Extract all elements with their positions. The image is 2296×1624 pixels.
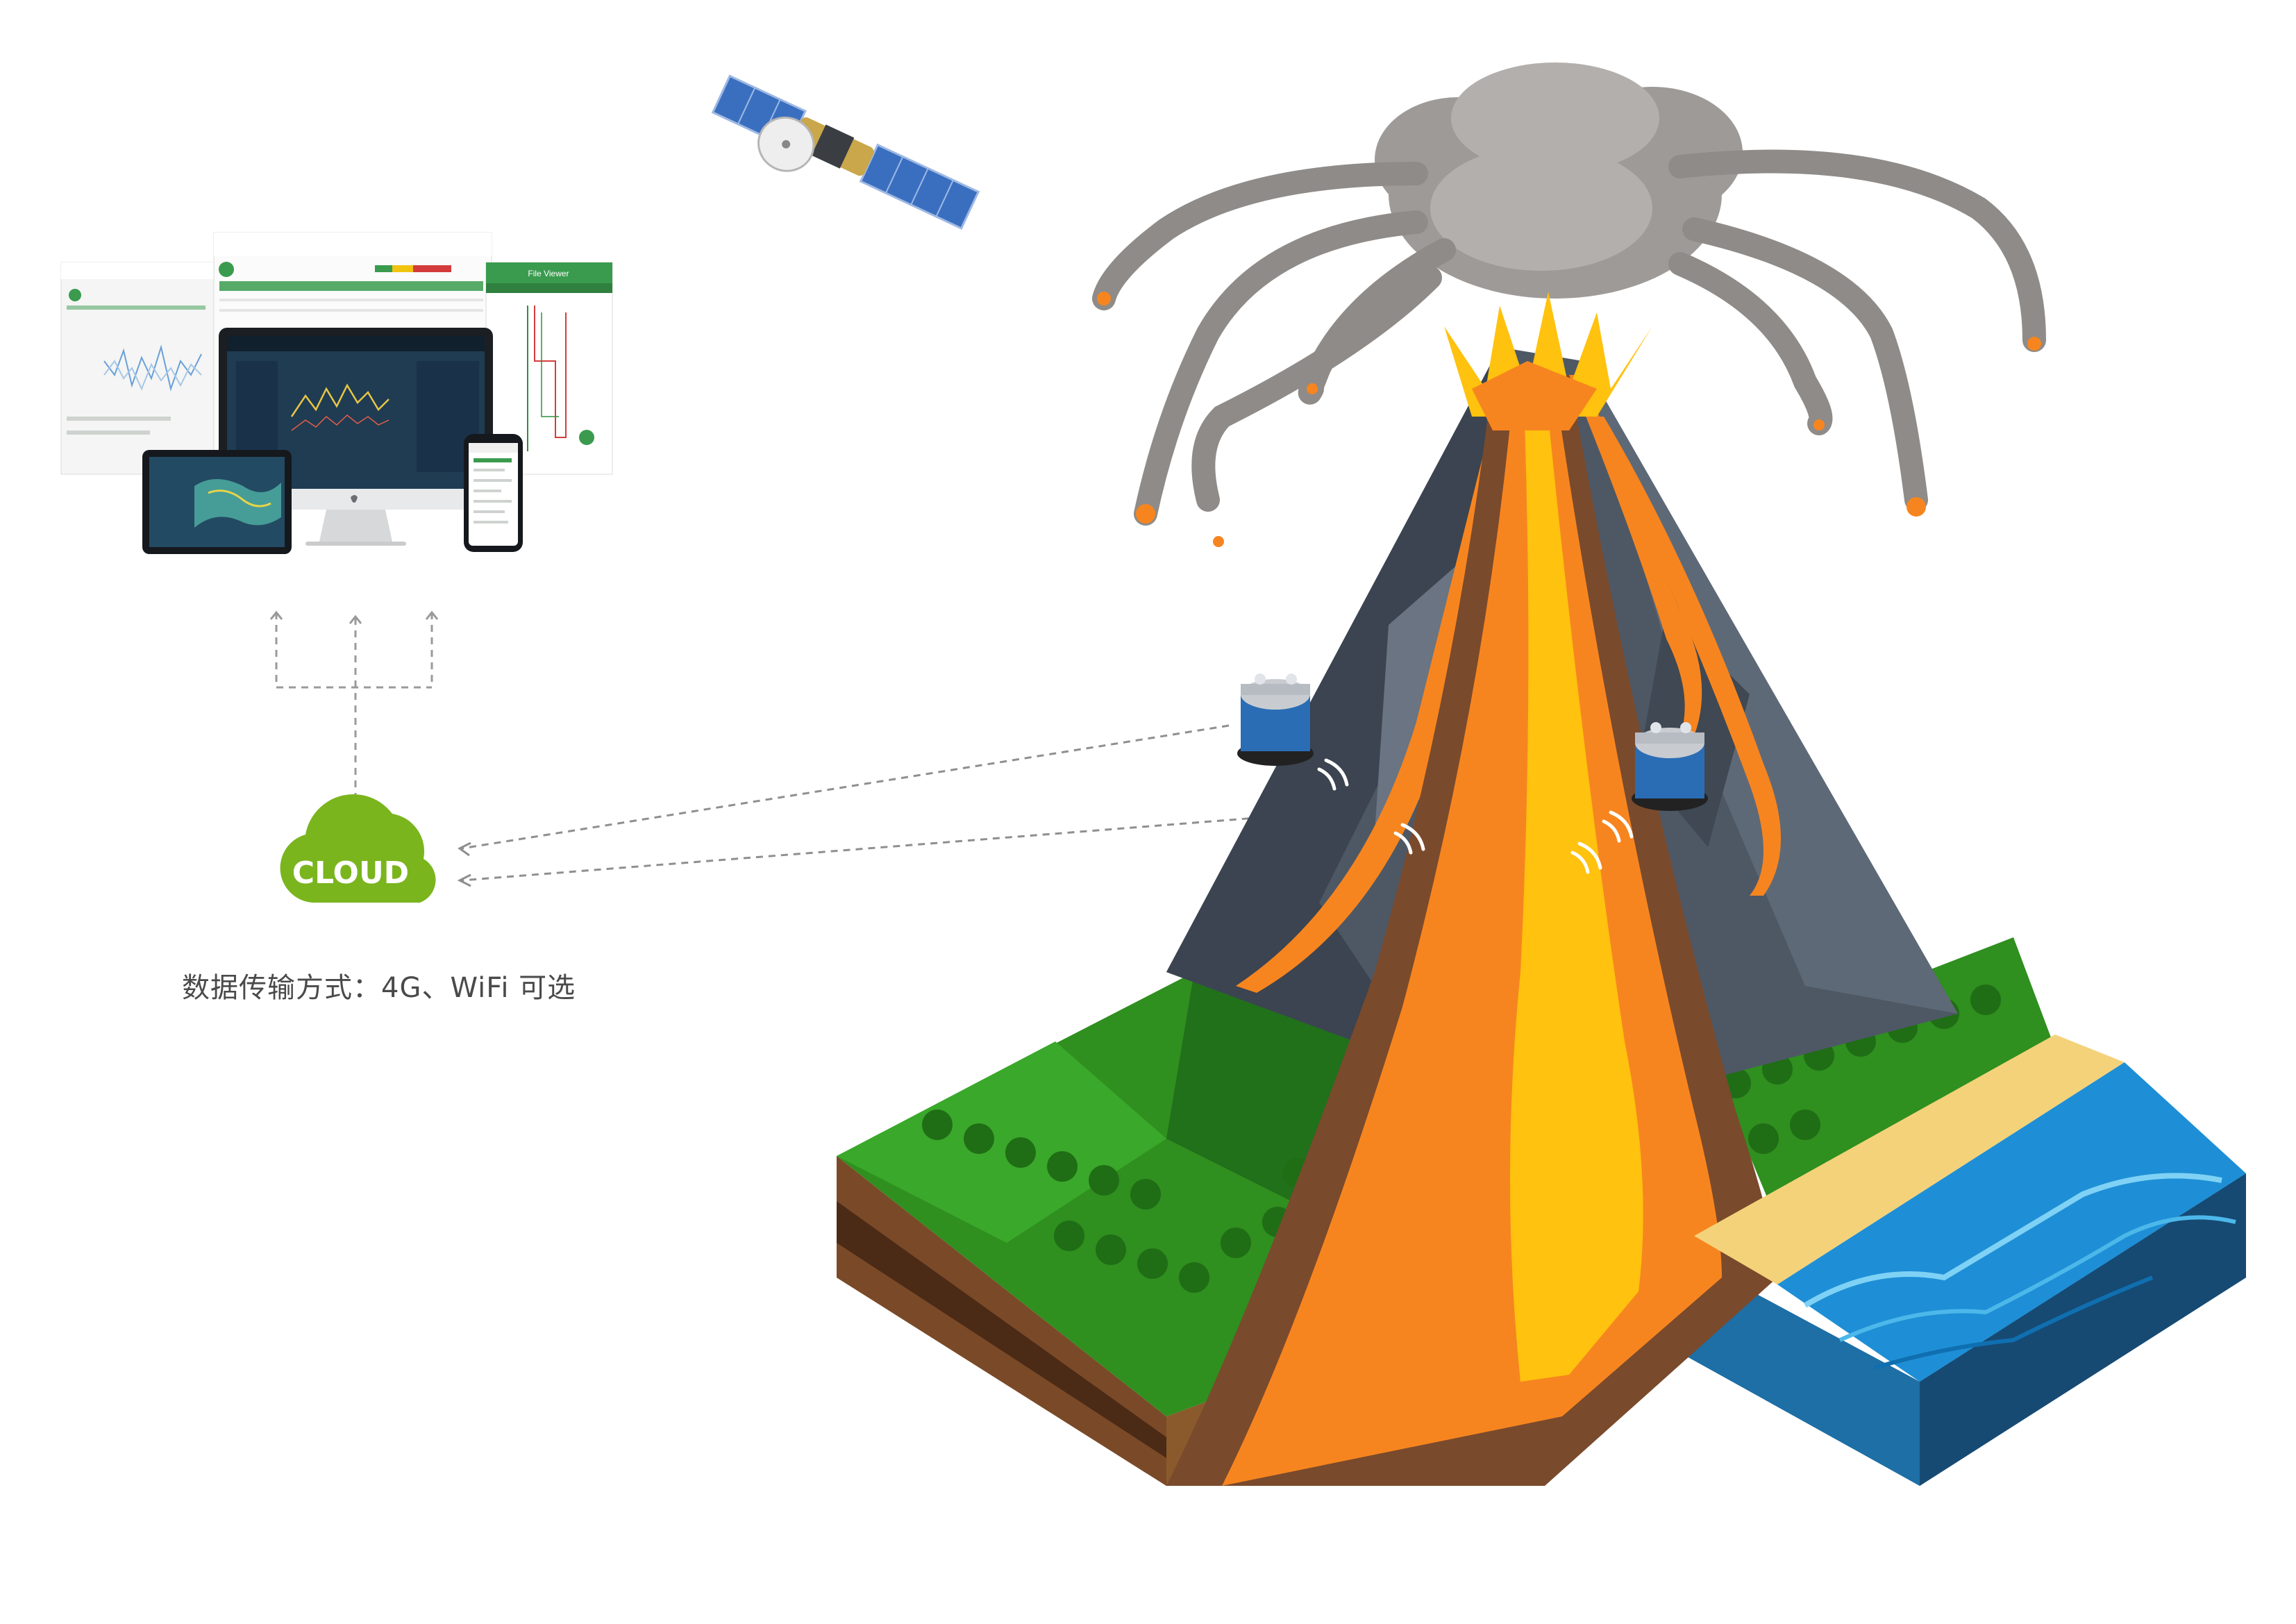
- seismic-sensor-icon: [1237, 673, 1314, 766]
- tablet-icon: [142, 450, 292, 554]
- lava-flows: [1166, 361, 1781, 1486]
- sensor-links: [461, 724, 1636, 882]
- cloud-label: CLOUD: [292, 855, 409, 891]
- phone-icon: [464, 434, 523, 552]
- seismic-sensor-icon: [1632, 722, 1708, 811]
- crater-eruption: [1444, 292, 1652, 430]
- cloud-icon: CLOUD: [280, 794, 436, 903]
- sea: [1694, 1035, 2246, 1382]
- transmission-caption: 数据传输方式：4G、WiFi 可选: [182, 972, 576, 1004]
- file-viewer-title: File Viewer: [528, 269, 569, 278]
- ember-tips: [1097, 292, 2041, 547]
- connector-arrowheads: [269, 610, 439, 624]
- ash-plume: [1375, 62, 1743, 299]
- device-connector: [275, 612, 433, 798]
- signal-waves-icon: [1317, 758, 1634, 874]
